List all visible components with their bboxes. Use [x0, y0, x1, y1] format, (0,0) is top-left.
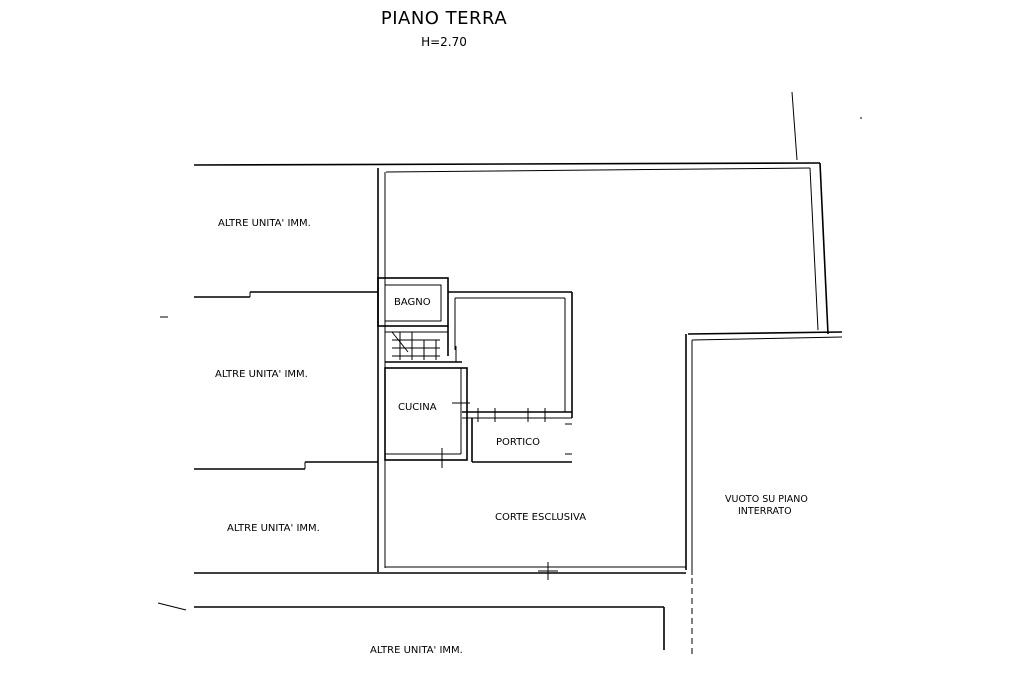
neighbor-label-1: ALTRE UNITA' IMM. [218, 218, 311, 229]
room-label-corte: CORTE ESCLUSIVA [495, 512, 586, 523]
room-label-vuoto-line1: VUOTO SU PIANO [725, 494, 808, 505]
plan-height-label: H=2.70 [421, 35, 467, 49]
plan-title: PIANO TERRA [380, 8, 508, 29]
neighbor-label-3: ALTRE UNITA' IMM. [227, 523, 320, 534]
dwelling-walls [377, 277, 573, 468]
neighbor-label-2: ALTRE UNITA' IMM. [215, 369, 308, 380]
building-outline [157, 91, 843, 655]
room-label-bagno: BAGNO [394, 297, 431, 308]
neighbor-label-4: ALTRE UNITA' IMM. [370, 645, 463, 656]
room-label-vuoto-line2: INTERRATO [738, 506, 792, 517]
staircase [385, 331, 462, 363]
room-label-portico: PORTICO [496, 437, 540, 448]
section-marks [160, 117, 862, 580]
room-label-cucina: CUCINA [398, 402, 437, 413]
